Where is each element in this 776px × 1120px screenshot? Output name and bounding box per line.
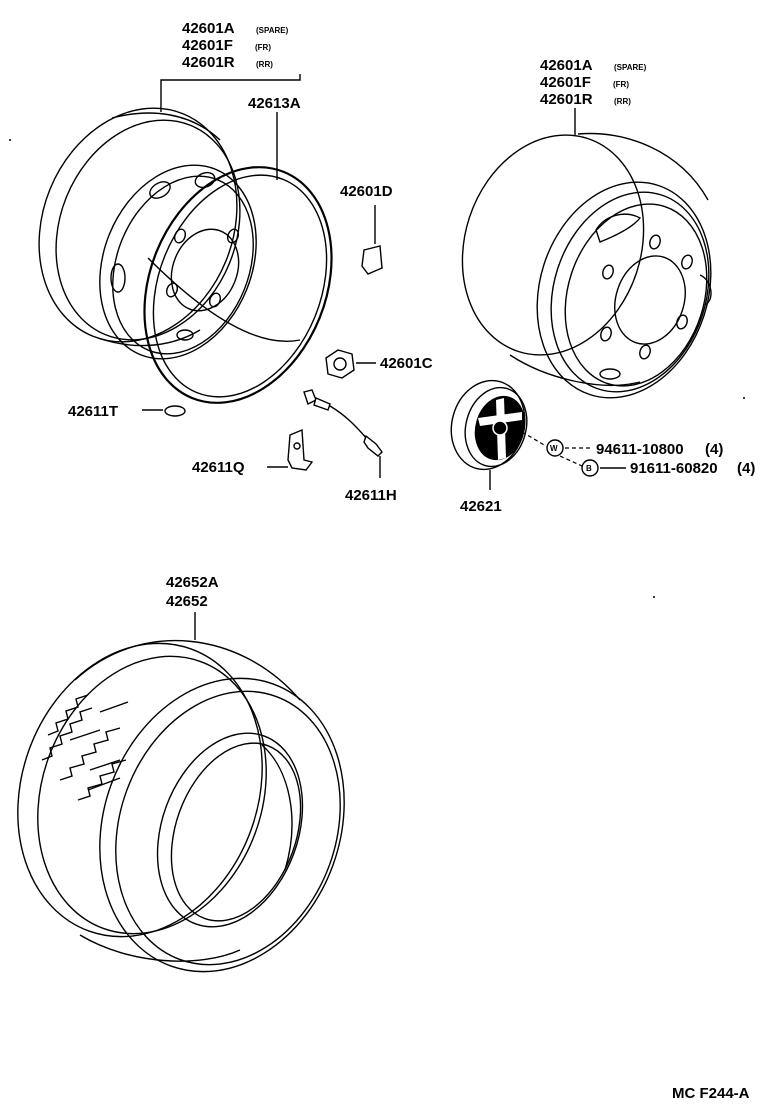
left-wheel-label-a: 42601A xyxy=(182,20,235,37)
bolt-label: 91611-60820 xyxy=(630,460,718,477)
right-wheel-label-f: 42601F xyxy=(540,74,591,91)
right-wheel-label-r: 42601R xyxy=(540,91,593,108)
tire-label: 42652 xyxy=(166,593,208,610)
valve-cap-label: 42611T xyxy=(68,403,118,420)
washer-symbol: W xyxy=(550,444,558,453)
left-wheel-label-f-sub: (FR) xyxy=(255,43,271,52)
stray-dot xyxy=(653,596,655,598)
hub-nut: 42601C xyxy=(325,349,433,379)
bolt-symbol: B xyxy=(586,464,592,473)
valve-stem-label: 42611H xyxy=(345,487,397,504)
rim-ring-label: 42613A xyxy=(248,95,301,112)
hub-cap: 42621 xyxy=(450,379,528,515)
tire: 42652A 42652 xyxy=(17,574,345,973)
figure-code: MC F244-A xyxy=(672,1085,750,1102)
stray-dot xyxy=(743,397,745,399)
clamp-label: 42611Q xyxy=(192,459,245,476)
balance-weight-label: 42601D xyxy=(340,183,393,200)
left-disc-wheel: 42601A (SPARE) 42601F (FR) 42601R (RR) 4… xyxy=(38,20,333,404)
stray-dot xyxy=(9,139,11,141)
washer-label: 94611-10800 xyxy=(596,441,684,458)
tire-label-a: 42652A xyxy=(166,574,219,591)
bolt-qty: (4) xyxy=(737,460,755,477)
hub-nut-label: 42601C xyxy=(380,355,433,372)
right-wheel-label-f-sub: (FR) xyxy=(613,80,629,89)
right-wheel-label-r-sub: (RR) xyxy=(614,97,631,106)
washer-qty: (4) xyxy=(705,441,723,458)
valve-stem: 42611H xyxy=(303,389,397,504)
balance-weight: 42601D xyxy=(340,183,393,275)
clamp: 42611Q xyxy=(192,428,314,476)
left-wheel-label-a-sub: (SPARE) xyxy=(256,26,289,35)
tire-tread xyxy=(41,694,129,801)
valve-cap: 42611T xyxy=(68,403,186,420)
right-disc-wheel: 42601A (SPARE) 42601F (FR) 42601R (RR) xyxy=(461,57,712,399)
bolt: B 91611-60820 (4) xyxy=(559,455,755,477)
right-wheel-label-a-sub: (SPARE) xyxy=(614,63,647,72)
right-wheel-label-a: 42601A xyxy=(540,57,593,74)
left-wheel-label-f: 42601F xyxy=(182,37,233,54)
left-wheel-label-r-sub: (RR) xyxy=(256,60,273,69)
hub-cap-label: 42621 xyxy=(460,498,502,515)
washer: W 94611-10800 (4) xyxy=(521,431,723,458)
left-wheel-label-r: 42601R xyxy=(182,54,235,71)
